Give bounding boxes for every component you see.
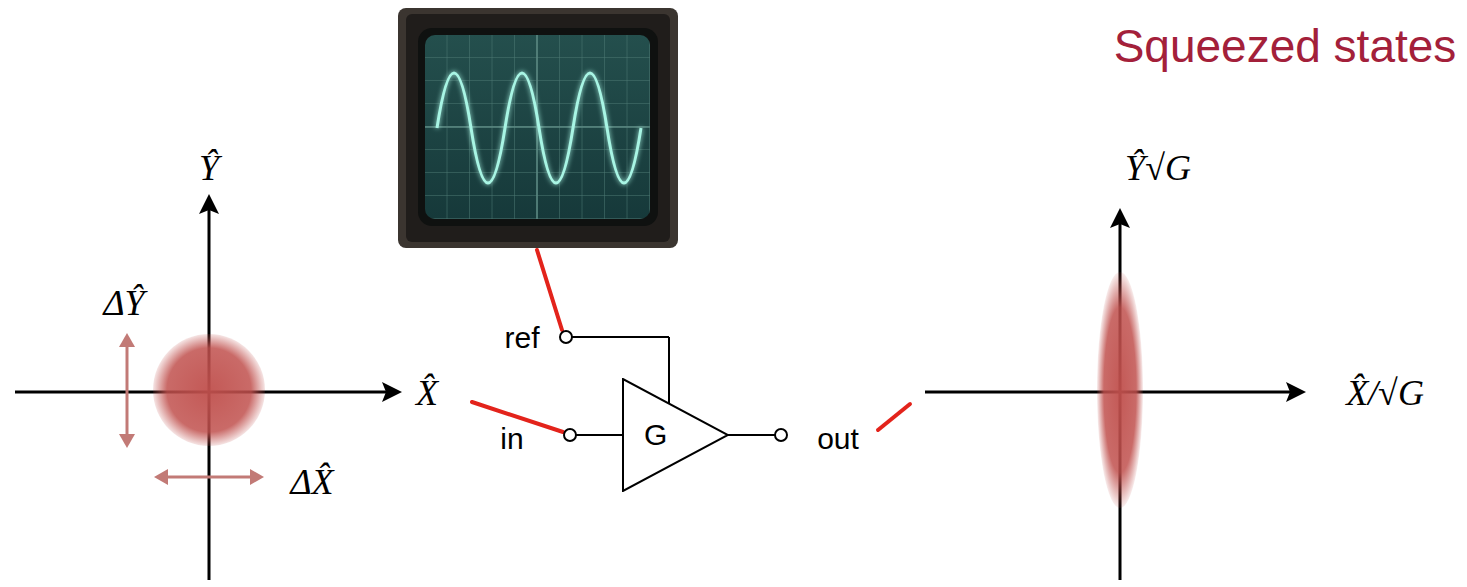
- uncertainty-arrows: [119, 333, 264, 485]
- port-label: out: [817, 424, 859, 454]
- squeezed-state-ellipse: [1097, 272, 1143, 508]
- probe-leads: [472, 250, 910, 432]
- title: Squeezed states: [1114, 23, 1457, 69]
- port-label: in: [500, 424, 523, 454]
- axis-label: Ŷ√G: [1125, 150, 1191, 186]
- uncertainty-label: ΔX̂: [290, 464, 333, 500]
- amplifier-triangle: G: [622, 378, 729, 492]
- axis-label: Ŷ: [199, 150, 219, 186]
- oscilloscope: [398, 8, 678, 248]
- coherent-state-blob: [153, 334, 265, 446]
- triangle-outline: [622, 378, 729, 492]
- right-axes: [925, 208, 1306, 580]
- axis-label: X̂/√G: [1346, 375, 1424, 411]
- port-label: ref: [504, 323, 539, 353]
- amplifier-gain: G: [644, 420, 667, 450]
- axis-label: X̂: [416, 375, 438, 411]
- uncertainty-label: ΔŶ: [103, 285, 144, 321]
- left-axes: [15, 194, 402, 580]
